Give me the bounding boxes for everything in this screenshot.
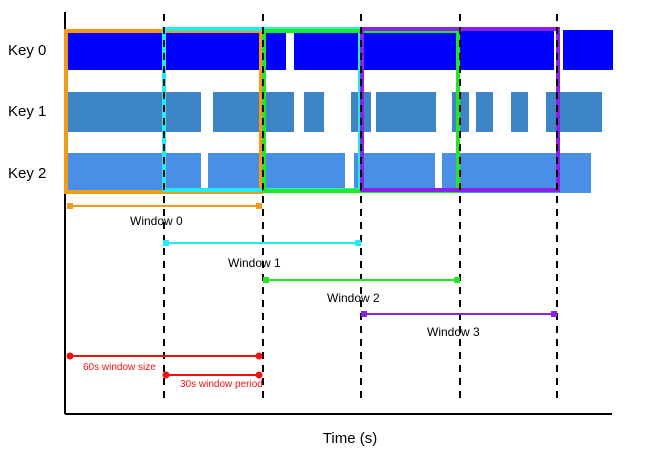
window-size-label: 60s window size [83,362,156,373]
x-axis-label: Time (s) [323,430,377,447]
time-gridlines [163,14,558,404]
key0-block [563,30,613,70]
key0-events [68,30,613,70]
key1-events [68,92,602,132]
key2-block [354,153,435,193]
key1-block [213,92,294,132]
window2-range: Window 2 [263,277,460,305]
key1-block [476,92,493,132]
key0-block [294,30,554,70]
window1-label: Window 1 [228,256,281,270]
key-label-1: Key 1 [8,103,46,120]
window-period-indicator: 30s window period [162,371,263,390]
key2-events [68,153,591,193]
window0-range: Window 0 [67,203,262,228]
key1-block [68,92,201,132]
key1-block [376,92,436,132]
key2-block [442,153,591,193]
key2-block [208,153,345,193]
key1-block [304,92,324,132]
window3-label: Window 3 [427,325,480,339]
key-label-0: Key 0 [8,42,46,59]
window-size-indicator: 60s window size [66,352,263,373]
window1-range: Window 1 [163,240,361,270]
window2-label: Window 2 [327,291,380,305]
key1-block [511,92,528,132]
key2-block [68,153,201,193]
key-label-2: Key 2 [8,165,46,182]
key1-block [546,92,602,132]
window-period-label: 30s window period [180,379,263,390]
key0-block [68,30,286,70]
window0-label: Window 0 [130,214,183,228]
window3-range: Window 3 [361,311,557,339]
